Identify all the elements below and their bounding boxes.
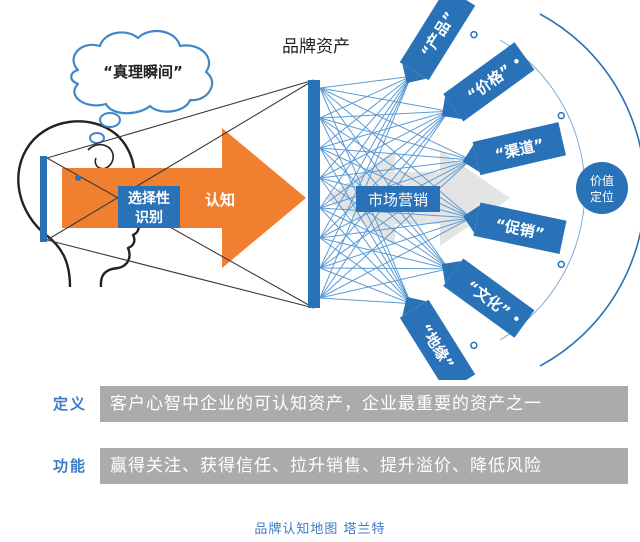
fan-line bbox=[319, 76, 412, 209]
cloud-text: “真理瞬间” bbox=[103, 63, 183, 81]
fan-line bbox=[319, 147, 472, 219]
definition-label: 定义 bbox=[52, 395, 87, 413]
fan-dot bbox=[512, 57, 521, 66]
fan-line bbox=[319, 177, 412, 304]
definition-row: 定义 客户心智中企业的可认知资产，企业最重要的资产之一 bbox=[40, 386, 628, 422]
market-marketing-label: 市场营销 bbox=[368, 191, 428, 209]
fan-line bbox=[319, 159, 471, 179]
fan-line bbox=[319, 110, 449, 149]
fan-line bbox=[319, 159, 471, 299]
fan-item-box bbox=[473, 202, 567, 255]
brand-asset-panel bbox=[308, 80, 320, 308]
fan-line bbox=[319, 237, 412, 305]
fan-item-pointer bbox=[402, 296, 427, 317]
vision-lines bbox=[46, 79, 315, 309]
fan-line bbox=[319, 117, 471, 161]
function-row: 功能 赢得关注、获得信任、拉升销售、提升溢价、降低风险 bbox=[40, 448, 628, 484]
thought-bubble-medium bbox=[99, 112, 121, 128]
fan-item-box bbox=[472, 122, 566, 176]
fan-line bbox=[319, 117, 472, 219]
fan-item: “文化” bbox=[441, 258, 535, 338]
fan-line bbox=[319, 217, 472, 299]
fan-line bbox=[319, 267, 449, 270]
fan-item: “地缘” bbox=[399, 296, 476, 380]
function-label: 功能 bbox=[52, 457, 87, 475]
fan-line bbox=[319, 147, 471, 161]
fan-item: “产品” bbox=[399, 0, 476, 84]
fan-item-pointer bbox=[463, 205, 480, 233]
fan-dot bbox=[470, 30, 478, 39]
fan-line bbox=[319, 159, 471, 269]
fan-line bbox=[319, 110, 449, 209]
selective-line-2: 识别 bbox=[135, 210, 163, 226]
fan-line bbox=[319, 110, 449, 179]
fan-line bbox=[319, 110, 449, 239]
fan-line bbox=[319, 267, 412, 305]
definition-text: 客户心智中企业的可认知资产，企业最重要的资产之一 bbox=[100, 386, 628, 422]
fan-line bbox=[319, 177, 449, 270]
cognition-arrow bbox=[62, 128, 306, 268]
fan-line bbox=[319, 76, 412, 239]
eye-screen bbox=[40, 156, 47, 242]
fan-item-box bbox=[399, 0, 476, 81]
fan-line bbox=[319, 159, 471, 209]
fan-line bbox=[319, 87, 449, 112]
eye-dot bbox=[75, 175, 81, 181]
fan-item-pointer bbox=[441, 260, 462, 284]
fan-line bbox=[319, 217, 472, 269]
fan-line bbox=[319, 297, 412, 305]
fan-item: “价格” bbox=[441, 42, 535, 122]
thought-cloud: “真理瞬间” bbox=[70, 29, 214, 115]
fan-line bbox=[319, 207, 449, 270]
fan-line bbox=[319, 147, 412, 304]
selective-line-1: 选择性 bbox=[128, 190, 170, 207]
fan-item-box bbox=[443, 42, 535, 122]
market-label-box bbox=[356, 186, 440, 212]
fan-line bbox=[319, 268, 449, 299]
fan-item-pointer bbox=[402, 63, 427, 84]
fan-line bbox=[319, 237, 449, 270]
fan-item-pointer bbox=[462, 144, 480, 173]
fan-item: “促销” bbox=[463, 202, 567, 255]
fan-line bbox=[319, 207, 472, 219]
selective-recognition-box: 选择性 识别 bbox=[118, 186, 180, 228]
fan-item-box bbox=[399, 299, 476, 380]
fan-item: “渠道” bbox=[462, 122, 566, 176]
fan-line bbox=[319, 87, 449, 270]
credit-caption: 品牌认知地图 塔兰特 bbox=[254, 522, 386, 537]
fan-line bbox=[319, 87, 472, 219]
cognition-label: 认知 bbox=[205, 191, 235, 209]
fan-dot bbox=[512, 314, 521, 323]
fan-line bbox=[319, 87, 471, 161]
fan-dot bbox=[470, 341, 478, 350]
brand-assets-title: 品牌资产 bbox=[282, 37, 350, 57]
fan-dot bbox=[557, 260, 566, 269]
diagram-canvas: “真理瞬间” 选择性 识别 认知 品牌资产 市场营销 bbox=[17, 0, 640, 380]
function-text: 赢得关注、获得信任、拉升销售、提升溢价、降低风险 bbox=[100, 448, 628, 484]
fan-item-box bbox=[443, 258, 535, 338]
fan-line bbox=[319, 75, 412, 89]
value-position-line-1: 价值 bbox=[590, 173, 614, 188]
brain-curl-icon bbox=[87, 144, 114, 170]
value-position-circle: 价值 定位 bbox=[576, 162, 628, 214]
fan-dot bbox=[557, 111, 566, 120]
value-position-line-2: 定位 bbox=[590, 189, 614, 204]
fan-item-pointer bbox=[441, 96, 462, 120]
fan-line bbox=[319, 75, 412, 119]
fan-items: “产品”“价格”“渠道” “促销”“文化”“地缘” bbox=[399, 0, 567, 380]
fan-line bbox=[319, 110, 449, 119]
fan-line bbox=[319, 207, 412, 304]
